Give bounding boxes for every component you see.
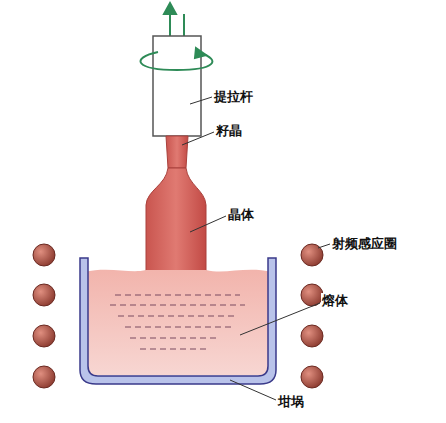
part-label: 籽晶: [215, 123, 243, 139]
pull-arrow: [164, 3, 184, 40]
part-label: 坩埚: [277, 394, 305, 410]
melt: [84, 270, 272, 375]
pull-rod: [153, 36, 201, 136]
melt-dashes: [110, 295, 245, 349]
part-label: 射频感应圈: [331, 236, 398, 252]
rf-coil: [33, 244, 323, 388]
part-label: 提拉杆: [213, 89, 254, 105]
leader-lines: [182, 97, 330, 400]
part-label: 熔体: [321, 293, 349, 309]
rotation-arrow: [140, 48, 212, 70]
crucible: [80, 258, 276, 384]
crystal: [146, 168, 206, 285]
part-label: 晶体: [227, 207, 255, 223]
seed-crystal: [166, 136, 188, 168]
